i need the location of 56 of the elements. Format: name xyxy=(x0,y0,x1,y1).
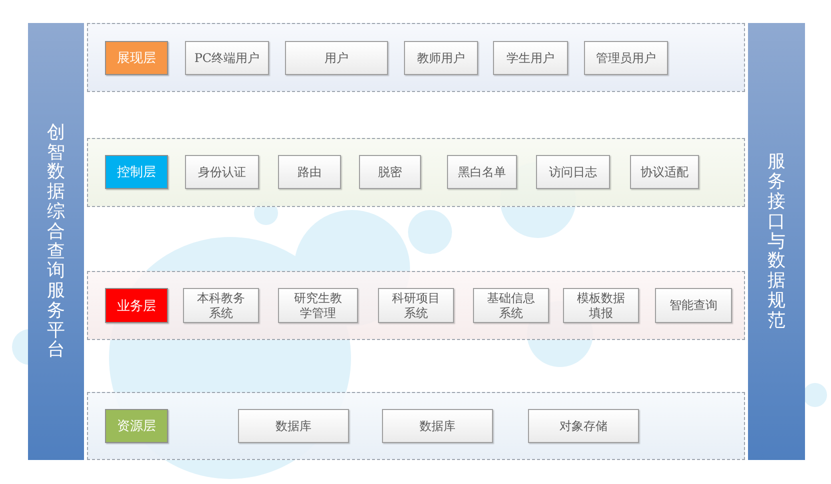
layer-tag xyxy=(105,409,168,443)
module-box xyxy=(285,41,388,75)
module-box xyxy=(183,288,259,323)
layer-label: 控制层 xyxy=(117,164,156,181)
module-label: 模板数据填报 xyxy=(576,291,626,320)
module-label: 基础信息系统 xyxy=(486,291,536,320)
module-box xyxy=(185,155,259,189)
module-label: 黑白名单 xyxy=(458,164,506,180)
layer-label: 展现层 xyxy=(117,50,156,67)
layer-label: 资源层 xyxy=(117,418,156,435)
module-label: 管理员用户 xyxy=(596,50,656,66)
module-box xyxy=(278,155,341,189)
module-box xyxy=(536,155,610,189)
module-label: 身份认证 xyxy=(198,164,246,180)
module-box xyxy=(185,41,269,75)
layer-band xyxy=(87,392,745,460)
module-label: 本科教务系统 xyxy=(196,291,246,320)
module-box xyxy=(630,155,699,189)
module-box xyxy=(404,41,478,75)
module-box xyxy=(563,288,639,323)
module-label: 研究生教学管理 xyxy=(292,291,343,320)
module-box xyxy=(359,155,421,189)
module-label: 智能查询 xyxy=(670,298,718,313)
module-label: 对象存储 xyxy=(560,418,608,434)
layer-tag xyxy=(105,155,168,189)
module-label: 教师用户 xyxy=(417,50,465,66)
panel-title: 创智数据综合查询服务平台 xyxy=(47,122,65,360)
layer-band xyxy=(87,23,745,92)
layer-band xyxy=(87,138,745,207)
module-label: 协议适配 xyxy=(640,164,688,180)
module-label: PC终端用户 xyxy=(194,50,260,66)
module-box xyxy=(493,41,568,75)
module-label: 数据库 xyxy=(420,418,456,434)
module-label: 学生用户 xyxy=(506,50,554,66)
module-box xyxy=(278,288,358,323)
layer-label: 业务层 xyxy=(117,298,156,314)
layer-band xyxy=(87,271,745,340)
module-label: 访问日志 xyxy=(549,164,597,180)
panel-title: 服务接口与数据规范 xyxy=(768,152,786,331)
module-box xyxy=(382,409,493,443)
module-box xyxy=(473,288,549,323)
module-label: 脱密 xyxy=(378,164,402,180)
module-box xyxy=(528,409,639,443)
module-box xyxy=(584,41,668,75)
module-box xyxy=(447,155,517,189)
side-panel xyxy=(28,23,84,460)
module-label: 路由 xyxy=(298,164,322,180)
module-box xyxy=(655,288,732,323)
module-box xyxy=(238,409,349,443)
side-panel xyxy=(748,23,805,460)
module-box xyxy=(378,288,454,323)
module-label: 科研项目系统 xyxy=(390,291,441,320)
module-label: 用户 xyxy=(324,50,348,66)
layer-tag xyxy=(105,41,168,75)
layer-tag xyxy=(105,288,168,323)
module-label: 数据库 xyxy=(276,418,312,434)
